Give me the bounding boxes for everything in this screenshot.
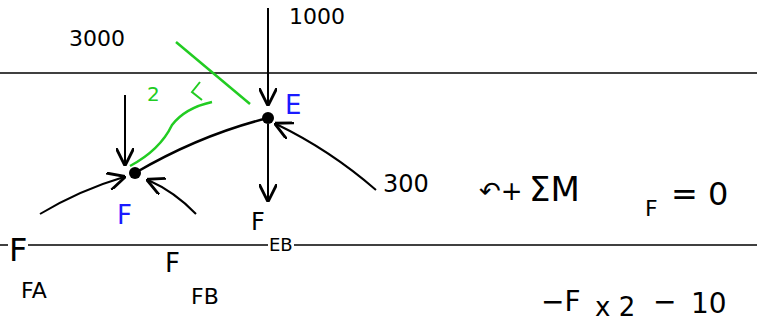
force-arrow (148, 180, 196, 214)
force-arrow (267, 8, 269, 104)
force-arrow (267, 124, 269, 200)
force-symbol: F (164, 250, 181, 276)
force-subscript: FA (20, 280, 48, 302)
force-value: 300 (382, 172, 430, 196)
force-line (176, 42, 250, 104)
joint-dot (129, 167, 141, 179)
joint-label: E (284, 92, 302, 118)
lever-arm-line (130, 102, 212, 166)
force-value: 3000 (68, 28, 126, 50)
equation-text: ΣM (528, 172, 581, 206)
ruled-line (0, 244, 757, 246)
moment-sign: ↶+ (478, 178, 524, 204)
force-arrow (124, 95, 126, 164)
equation-text: x 2 (594, 294, 636, 320)
ruled-line (0, 72, 757, 74)
joint-dot (262, 112, 274, 124)
equation-text: = 0 (670, 178, 729, 210)
equation-subscript: F (644, 198, 659, 220)
joint-label: F (116, 202, 133, 228)
equation-text: − (652, 288, 677, 316)
force-value: 1000 (288, 6, 346, 28)
force-subscript: EB (268, 236, 294, 254)
force-arrow (276, 124, 376, 190)
member-line (135, 118, 268, 173)
equation-text: −F (540, 288, 582, 316)
force-symbol: F (250, 210, 266, 234)
dimension-value: 2 (146, 84, 161, 104)
equation-text: 10 (690, 290, 728, 318)
force-subscript: FB (190, 286, 220, 308)
force-symbol: F (8, 234, 28, 266)
right-angle-mark (192, 82, 202, 100)
force-arrow (40, 177, 124, 214)
